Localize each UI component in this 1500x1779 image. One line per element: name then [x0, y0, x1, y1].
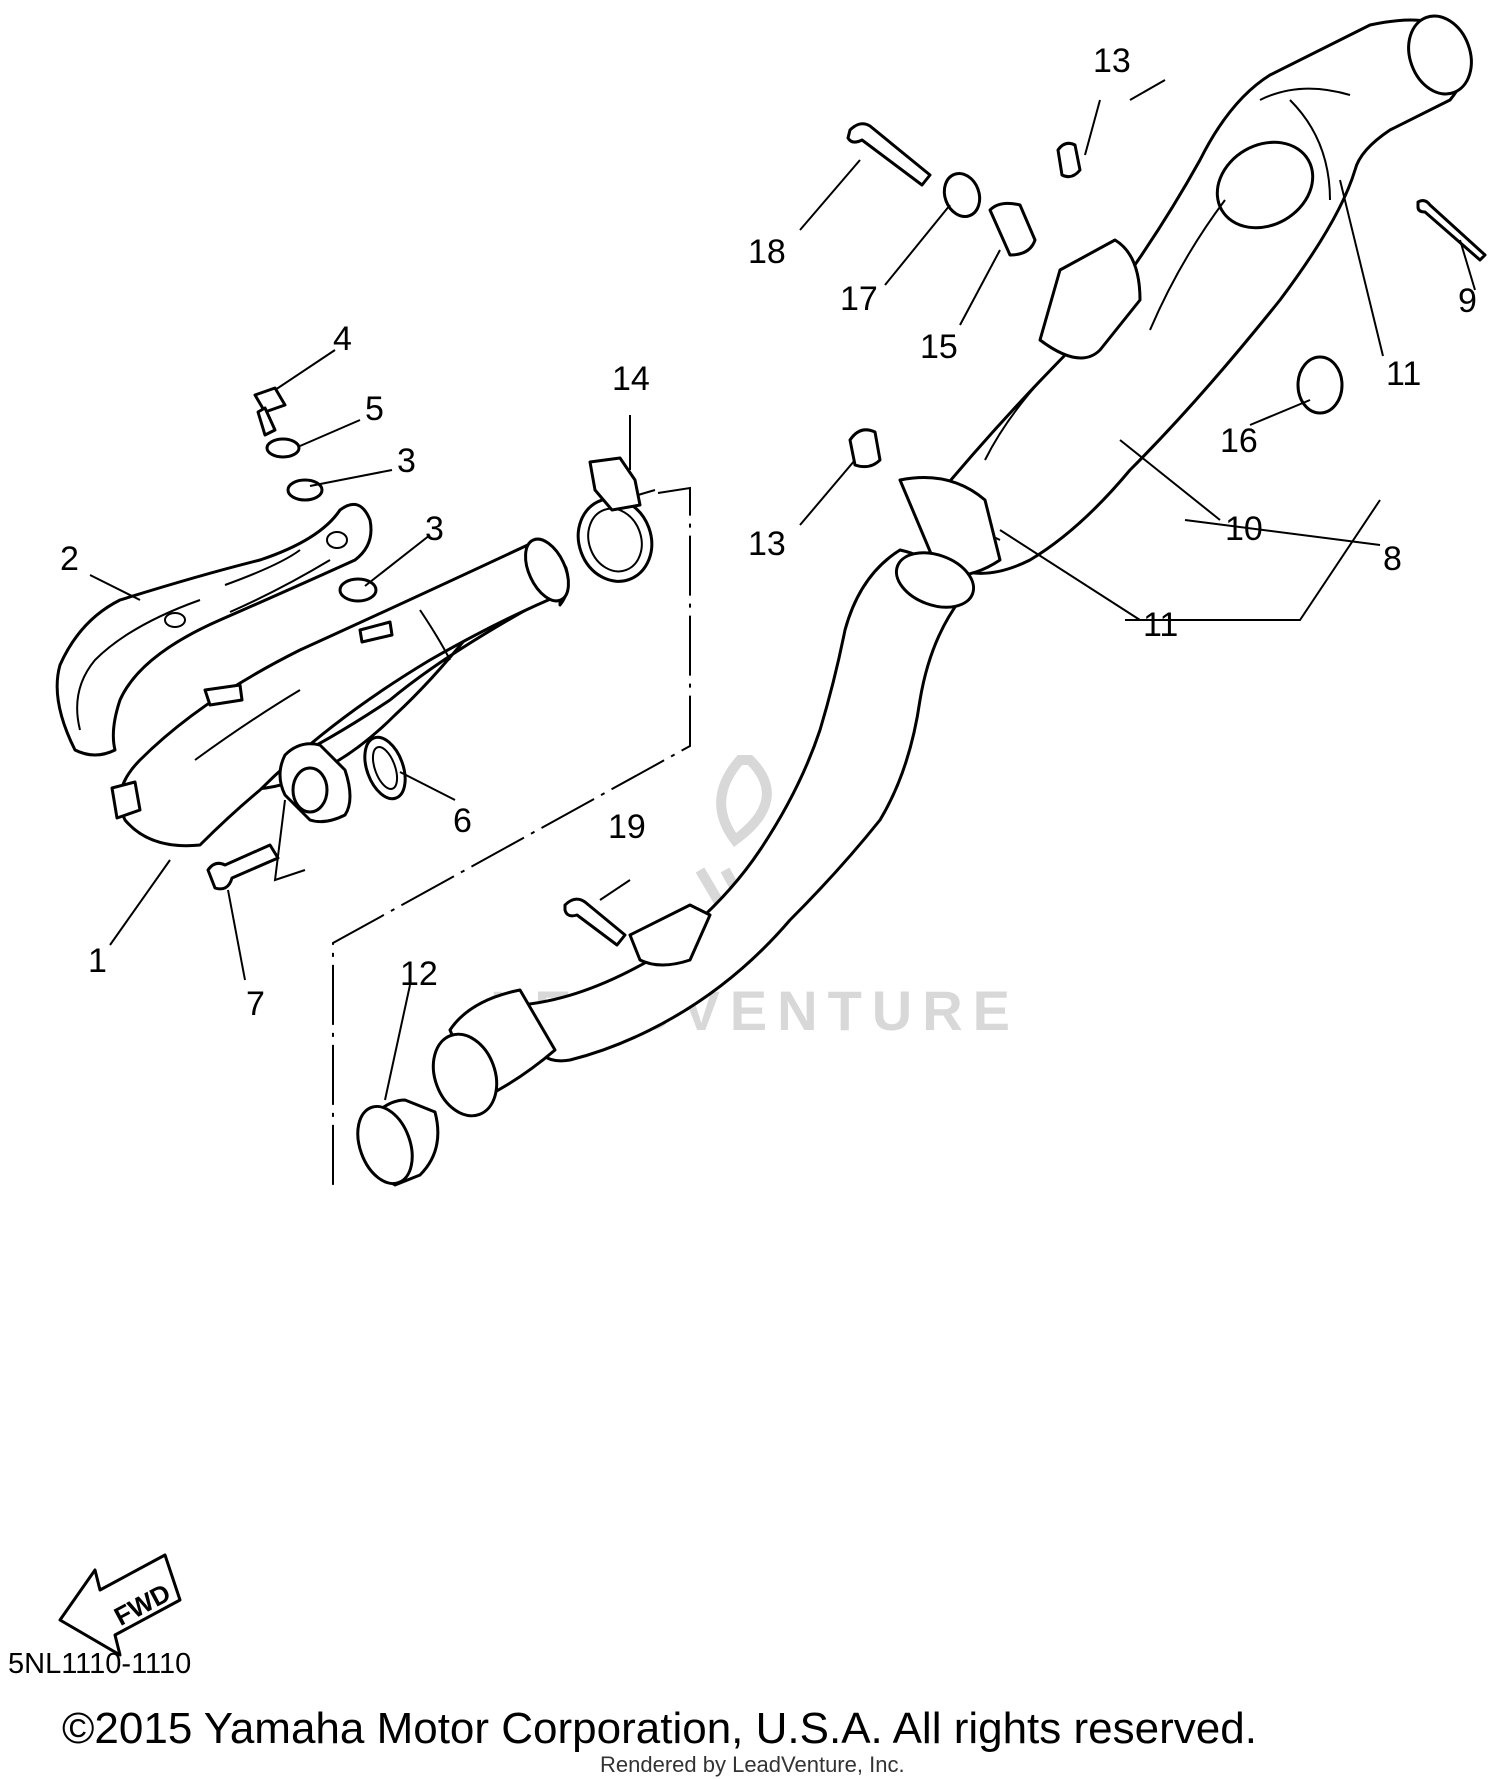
- callout-10: 10: [1225, 510, 1263, 548]
- collar: [988, 201, 1037, 257]
- washer-17: [942, 172, 982, 218]
- callout-5: 5: [365, 390, 384, 428]
- part-code: 5NL1110-1110: [8, 1648, 192, 1680]
- callout-12: 12: [400, 955, 438, 993]
- rendered-by: Rendered by LeadVenture, Inc.: [600, 1752, 905, 1777]
- exhaust-gasket: [363, 735, 407, 801]
- callout-15: 15: [920, 328, 958, 366]
- muffler-mount-bolt: [846, 122, 932, 187]
- callout-3b: 3: [425, 510, 444, 548]
- header-flange: [273, 742, 352, 882]
- lock-washer: [265, 437, 301, 459]
- callout-14: 14: [612, 360, 650, 398]
- callout-8: 8: [1383, 540, 1402, 578]
- flange-bolt: [206, 843, 280, 891]
- callout-11a: 11: [1386, 355, 1421, 393]
- callout-18: 18: [748, 233, 786, 271]
- pipe-joint-ring: [356, 1098, 440, 1187]
- copyright: ©2015 Yamaha Motor Corporation, U.S.A. A…: [62, 1704, 1257, 1753]
- callout-19: 19: [608, 808, 646, 846]
- exhaust-clamp: [576, 456, 656, 583]
- muffler-bolt-end: [1296, 355, 1344, 415]
- washer-upper: [286, 478, 324, 502]
- exhaust-mid-pipe: [431, 548, 976, 1118]
- callout-16: 16: [1220, 422, 1258, 460]
- callout-2: 2: [60, 540, 79, 578]
- callout-leaders: [89, 99, 1476, 1101]
- callout-13a: 13: [1093, 42, 1131, 80]
- heat-protector: [55, 502, 373, 757]
- exhaust-header-pipe: [110, 537, 570, 848]
- callout-11b: 11: [1143, 606, 1178, 644]
- callout-1: 1: [88, 942, 107, 980]
- screw-9: [1416, 199, 1487, 262]
- callout-13b: 13: [748, 525, 786, 563]
- forward-arrow-icon: FWD: [58, 1553, 182, 1657]
- damper-upper: [1056, 141, 1082, 179]
- callout-4: 4: [333, 320, 352, 358]
- callout-9: 9: [1458, 282, 1477, 320]
- protector-bolt: [253, 386, 287, 437]
- assembly-dash-lines: [332, 79, 1166, 1187]
- callout-17: 17: [840, 280, 878, 318]
- pipe-bolt: [563, 897, 627, 947]
- callout-6: 6: [453, 802, 472, 840]
- callout-3a: 3: [397, 442, 416, 480]
- damper-lower: [848, 428, 882, 469]
- muffler-assembly: [898, 14, 1473, 578]
- callout-7: 7: [246, 985, 265, 1023]
